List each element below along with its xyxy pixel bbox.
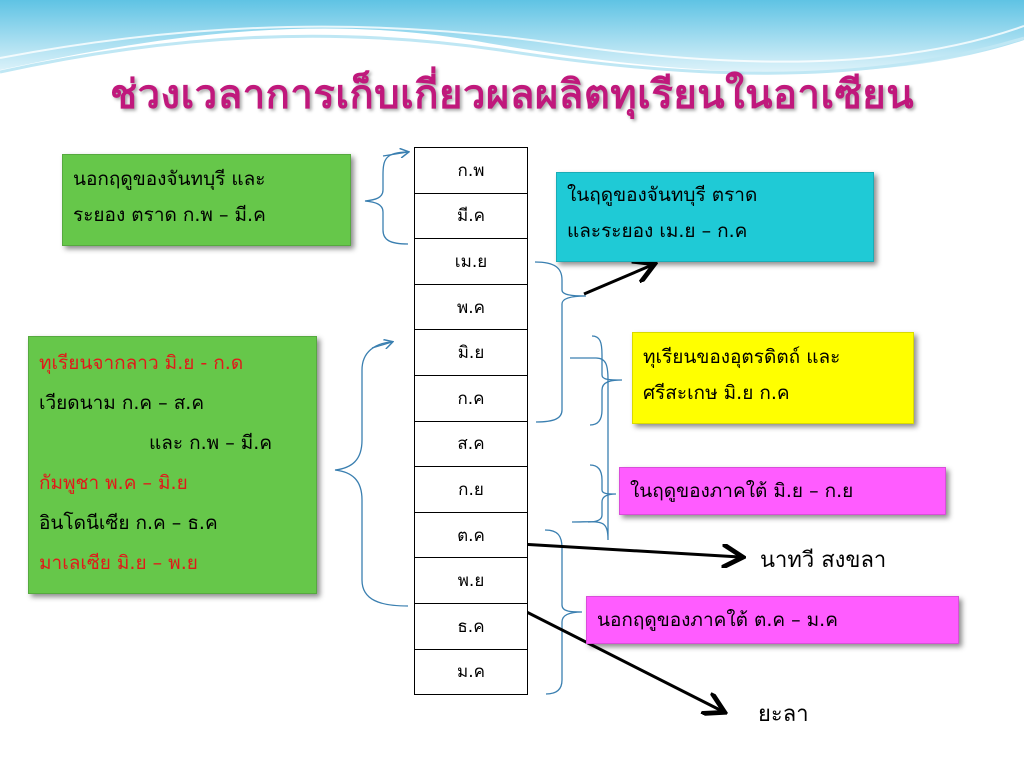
- season-east-box: ในฤดูของจันทบุรี ตราด และระยอง เม.ย – ก.…: [556, 172, 874, 262]
- month-cell: พ.ค: [414, 283, 528, 331]
- vietnam-row: เวียดนาม ก.ค – ส.ค: [39, 392, 205, 414]
- bracket-north-south: [570, 335, 623, 541]
- bracket-offseason-east: [364, 152, 408, 245]
- month-cell: เม.ย: [414, 238, 528, 285]
- arrow-to-nathawi: [519, 542, 740, 557]
- neighbors-box: ทุเรียนจากลาว มิ.ย - ก.ด เวียดนาม ก.ค – …: [28, 336, 317, 594]
- month-cell: มี.ค: [414, 192, 528, 240]
- month-cell: ส.ค: [414, 420, 528, 468]
- month-cell: ม.ค: [414, 648, 528, 696]
- page-title: ช่วงเวลาการเก็บเกี่ยวผลผลิตทุเรียนในอาเซ…: [109, 72, 915, 118]
- laos-row: ทุเรียนจากลาว มิ.ย - ก.ด: [39, 352, 244, 374]
- south-offseason-label: นอกฤดูของภาคใต้ ต.ค – ม.ค: [597, 609, 838, 631]
- bracket-south-offseason: [544, 529, 583, 695]
- south-season-label: ในฤดูของภาคใต้ มิ.ย – ก.ย: [630, 480, 854, 502]
- arrow-to-season-east: [583, 265, 652, 296]
- south-offseason-box: นอกฤดูของภาคใต้ ต.ค – ม.ค: [586, 596, 959, 644]
- malaysia-row: มาเลเซีย มิ.ย – พ.ย: [39, 552, 198, 574]
- north-line1: ทุเรียนของอุตรดิตถ์ และ: [643, 346, 841, 368]
- month-cell: พ.ย: [414, 557, 528, 604]
- offseason-east-line1: นอกฤดูของจันทบุรี และ: [73, 168, 266, 190]
- south-season-box: ในฤดูของภาคใต้ มิ.ย – ก.ย: [619, 467, 946, 515]
- season-east-line2: และระยอง เม.ย – ก.ค: [567, 220, 748, 242]
- yala-label: ยะลา: [758, 702, 809, 727]
- north-box: ทุเรียนของอุตรดิตถ์ และ ศรีสะเกษ มิ.ย ก.…: [632, 332, 914, 424]
- offseason-east-line2: ระยอง ตราด ก.พ – มี.ค: [73, 204, 266, 226]
- month-cell: ธ.ค: [414, 602, 528, 650]
- months-table: ก.พ มี.ค เม.ย พ.ค มิ.ย ก.ค ส.ค ก.ย ต.ค พ…: [414, 147, 528, 696]
- month-cell: ก.ย: [414, 466, 528, 513]
- season-east-line1: ในฤดูของจันทบุรี ตราด: [567, 184, 758, 206]
- header-wave-decoration: [0, 0, 1024, 75]
- offseason-east-box: นอกฤดูของจันทบุรี และ ระยอง ตราด ก.พ – ม…: [62, 154, 351, 246]
- arrow-to-yala: [504, 599, 722, 711]
- cambodia-row: กัมพูชา พ.ค – มิ.ย: [39, 472, 188, 494]
- vietnam-row-2: และ ก.พ – มี.ค: [149, 432, 273, 454]
- bracket-neighbors: [334, 342, 409, 607]
- north-line2: ศรีสะเกษ มิ.ย ก.ค: [643, 382, 790, 404]
- month-cell: ต.ค: [414, 511, 528, 559]
- month-cell: ก.ค: [414, 374, 528, 422]
- month-cell: มิ.ย: [414, 329, 528, 376]
- indonesia-row: อินโดนีเซีย ก.ค – ธ.ค: [39, 512, 218, 534]
- nathawi-label: นาทวี สงขลา: [760, 548, 887, 573]
- month-cell: ก.พ: [414, 147, 528, 194]
- bracket-season-east: [534, 261, 587, 423]
